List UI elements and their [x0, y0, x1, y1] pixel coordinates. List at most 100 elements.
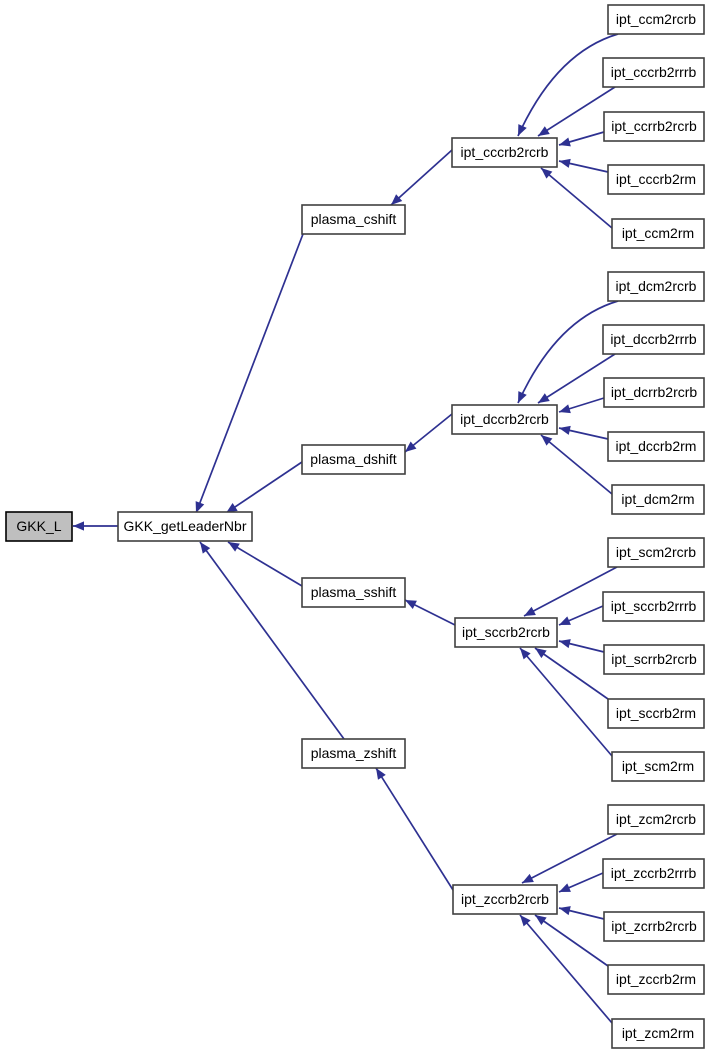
- node-box[interactable]: [611, 1018, 705, 1049]
- call-edge: [227, 541, 303, 587]
- node-box[interactable]: [607, 271, 705, 302]
- edge-line: [199, 541, 345, 740]
- graph-node-ipt-dccrb2rrrb[interactable]: ipt_dccrb2rrrb: [602, 324, 705, 355]
- call-edge: [519, 647, 613, 757]
- node-box[interactable]: [611, 484, 705, 515]
- graph-node-plasma-zshift[interactable]: plasma_zshift: [301, 738, 406, 769]
- node-box[interactable]: [611, 218, 705, 249]
- edge-line: [537, 86, 616, 137]
- node-box[interactable]: [607, 537, 705, 568]
- node-box[interactable]: [603, 111, 705, 142]
- graph-node-ipt-ccm2rm[interactable]: ipt_ccm2rm: [611, 218, 705, 249]
- node-box[interactable]: [452, 884, 558, 915]
- node-box[interactable]: [602, 858, 705, 889]
- node-box[interactable]: [301, 444, 406, 475]
- graph-node-ipt-zccrb2rm[interactable]: ipt_zccrb2rm: [607, 964, 705, 995]
- call-edge: [558, 872, 604, 893]
- graph-node-ipt-zcm2rm[interactable]: ipt_zcm2rm: [611, 1018, 705, 1049]
- node-box[interactable]: [607, 164, 705, 195]
- graph-node-ipt-dccrb2rm[interactable]: ipt_dccrb2rm: [607, 431, 705, 462]
- graph-node-ipt-scm2rcrb[interactable]: ipt_scm2rcrb: [607, 537, 705, 568]
- call-edge: [521, 833, 618, 884]
- arrow-head: [226, 503, 238, 513]
- graph-node-ipt-zcm2rcrb[interactable]: ipt_zcm2rcrb: [607, 804, 705, 835]
- call-edge: [558, 131, 605, 147]
- graph-node-ipt-cccrb2rcrb[interactable]: ipt_cccrb2rcrb: [451, 137, 558, 168]
- call-edge: [375, 767, 454, 891]
- call-edge: [558, 158, 609, 173]
- call-edge: [73, 521, 118, 531]
- graph-node-ipt-scm2rm[interactable]: ipt_scm2rm: [611, 751, 705, 782]
- graph-node-plasma-dshift[interactable]: plasma_dshift: [301, 444, 406, 475]
- graph-node-ipt-scrrb2rcrb[interactable]: ipt_scrrb2rcrb: [603, 644, 705, 675]
- graph-node-ipt-dcm2rcrb[interactable]: ipt_dcm2rcrb: [607, 271, 705, 302]
- arrow-head: [195, 501, 205, 513]
- arrow-head: [559, 883, 571, 892]
- call-edge: [523, 566, 618, 617]
- node-box[interactable]: [602, 57, 705, 88]
- graph-node-ipt-dccrb2rcrb[interactable]: ipt_dccrb2rcrb: [451, 404, 558, 435]
- call-edge: [537, 86, 616, 137]
- graph-node-gkk-getleadernbr[interactable]: GKK_getLeaderNbr: [117, 511, 253, 542]
- graph-node-ipt-ccm2rcrb[interactable]: ipt_ccm2rcrb: [607, 4, 705, 35]
- arrow-head: [559, 906, 571, 916]
- node-box[interactable]: [301, 204, 406, 235]
- call-edge: [517, 33, 619, 137]
- arrow-head: [405, 600, 417, 610]
- graph-node-ipt-sccrb2rcrb[interactable]: ipt_sccrb2rcrb: [454, 617, 558, 648]
- edge-line: [375, 767, 454, 891]
- arrow-head: [559, 616, 571, 625]
- node-box[interactable]: [117, 511, 253, 542]
- edges-layer: [73, 33, 619, 1024]
- edge-line: [225, 461, 303, 514]
- graph-node-ipt-cccrb2rrrb[interactable]: ipt_cccrb2rrrb: [602, 57, 705, 88]
- edge-line: [519, 647, 613, 757]
- arrow-head: [559, 137, 571, 147]
- graph-node-ipt-cccrb2rm[interactable]: ipt_cccrb2rm: [607, 164, 705, 195]
- node-box[interactable]: [451, 404, 558, 435]
- node-box[interactable]: [5, 511, 73, 542]
- node-box[interactable]: [611, 751, 705, 782]
- node-box[interactable]: [602, 591, 705, 622]
- graph-node-ipt-zcrrb2rcrb[interactable]: ipt_zcrrb2rcrb: [603, 911, 705, 942]
- edge-line: [519, 914, 613, 1024]
- node-box[interactable]: [607, 698, 705, 729]
- node-box[interactable]: [451, 137, 558, 168]
- graph-node-ipt-dcrrb2rcrb[interactable]: ipt_dcrrb2rcrb: [603, 377, 705, 408]
- arrow-head: [518, 124, 527, 136]
- node-box[interactable]: [607, 964, 705, 995]
- node-box[interactable]: [602, 324, 705, 355]
- node-box[interactable]: [607, 4, 705, 35]
- arrow-head: [405, 441, 417, 452]
- call-edge: [540, 167, 613, 229]
- edge-line: [537, 353, 616, 404]
- graph-node-gkk-l[interactable]: GKK_L: [5, 511, 73, 542]
- graph-node-ipt-sccrb2rm[interactable]: ipt_sccrb2rm: [607, 698, 705, 729]
- graph-node-ipt-ccrrb2rcrb[interactable]: ipt_ccrrb2rcrb: [603, 111, 705, 142]
- graph-node-plasma-sshift[interactable]: plasma_sshift: [301, 577, 406, 608]
- node-box[interactable]: [603, 911, 705, 942]
- graph-node-ipt-zccrb2rcrb[interactable]: ipt_zccrb2rcrb: [452, 884, 558, 915]
- arrow-head: [518, 391, 527, 403]
- node-box[interactable]: [454, 617, 558, 648]
- call-edge: [517, 300, 619, 404]
- arrow-head: [535, 915, 547, 926]
- graph-node-ipt-dcm2rm[interactable]: ipt_dcm2rm: [611, 484, 705, 515]
- graph-node-plasma-cshift[interactable]: plasma_cshift: [301, 204, 406, 235]
- node-box[interactable]: [301, 738, 406, 769]
- arrow-head: [376, 768, 386, 780]
- node-box[interactable]: [603, 644, 705, 675]
- edge-line: [534, 647, 609, 700]
- graph-node-ipt-sccrb2rrrb[interactable]: ipt_sccrb2rrrb: [602, 591, 705, 622]
- node-box[interactable]: [603, 377, 705, 408]
- graph-node-ipt-zccrb2rrrb[interactable]: ipt_zccrb2rrrb: [602, 858, 705, 889]
- edge-line: [195, 233, 304, 514]
- call-edge: [199, 541, 345, 740]
- call-edge: [558, 906, 605, 920]
- node-box[interactable]: [301, 577, 406, 608]
- arrow-head: [228, 542, 240, 552]
- node-box[interactable]: [607, 431, 705, 462]
- node-box[interactable]: [607, 804, 705, 835]
